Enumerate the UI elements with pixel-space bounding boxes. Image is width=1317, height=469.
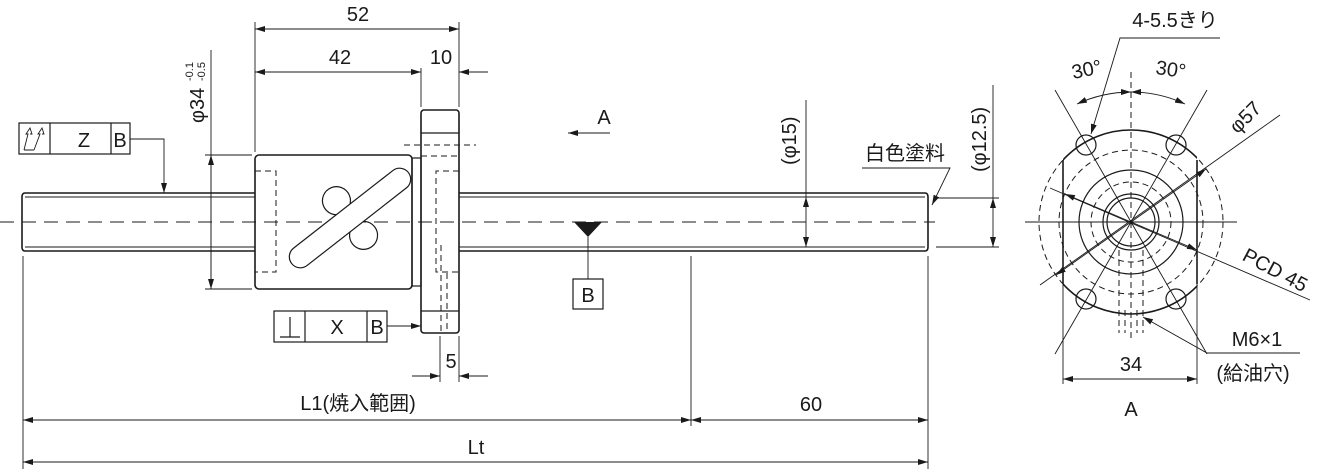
oil-hole-label: (給油穴) <box>1216 362 1289 385</box>
pcd-label: PCD 45 <box>1239 245 1311 297</box>
screw-shaft <box>0 192 935 252</box>
l1-label: L1(焼入範囲) <box>300 392 416 415</box>
flange-diameter-label: φ57 <box>1226 98 1266 138</box>
view-label: A <box>1124 399 1138 421</box>
tol-upper: -0.1 <box>184 62 196 81</box>
flange-width-label: 34 <box>1120 354 1142 376</box>
oil-hole-thread-label: M6×1 <box>1232 329 1283 351</box>
end-diameter-label: (φ12.5) <box>969 107 991 172</box>
runout-datum: B <box>113 130 126 152</box>
dim-10-label: 10 <box>430 47 452 69</box>
dim-42-label: 42 <box>329 47 351 69</box>
runout-value: Z <box>78 130 90 152</box>
dim-42-10: 42 10 <box>255 47 488 107</box>
dim-end-diameter: (φ12.5) <box>936 85 999 248</box>
dim-60-label: 60 <box>800 394 822 416</box>
mount-hole <box>1075 288 1097 310</box>
mount-holes-label: 4-5.5きり <box>1132 10 1218 32</box>
perpendicularity-tolerance-frame: X B <box>273 310 421 343</box>
perp-value: X <box>330 317 343 339</box>
mount-hole <box>1165 134 1187 156</box>
dim-52-label: 52 <box>347 4 369 26</box>
white-paint-label: 白色塗料 <box>865 142 945 165</box>
dim-52: 52 <box>254 4 460 152</box>
view-arrow-label: A <box>597 107 611 129</box>
ball-nut <box>254 109 476 334</box>
angle-right-label: 30° <box>1154 57 1187 83</box>
total-runout-icon <box>23 126 45 151</box>
lt-label: Lt <box>468 437 485 459</box>
datum-b: B <box>572 222 604 310</box>
dim-l1-60-lt: L1(焼入範囲) 60 Lt <box>22 256 929 469</box>
dim-5-label: 5 <box>445 351 456 373</box>
shaft-diameter-label: (φ15) <box>779 116 801 165</box>
nut-diameter-label: φ34 <box>187 88 209 123</box>
perp-datum: B <box>370 317 383 339</box>
mount-hole <box>1165 288 1187 310</box>
runout-tolerance-frame: Z B <box>18 122 167 193</box>
view-arrow-a: A <box>568 107 611 136</box>
end-view-a: 30° 30° 4-5.5きり φ57 PCD 45 34 A M6×1 (給油… <box>1025 10 1311 421</box>
angle-left-label: 30° <box>1070 56 1104 84</box>
dim-shaft-diameter: (φ15) <box>779 100 809 247</box>
mount-hole <box>1075 134 1097 156</box>
ball-return-tube <box>288 167 412 269</box>
white-paint-note: 白色塗料 <box>862 142 951 206</box>
datum-label: B <box>581 285 594 307</box>
perpendicularity-icon <box>280 317 300 338</box>
tol-lower: -0.5 <box>196 62 208 81</box>
nut-flange <box>420 109 460 334</box>
dim-5: 5 <box>412 336 488 382</box>
dim-nut-diameter: φ34 -0.1 -0.5 <box>184 50 252 290</box>
